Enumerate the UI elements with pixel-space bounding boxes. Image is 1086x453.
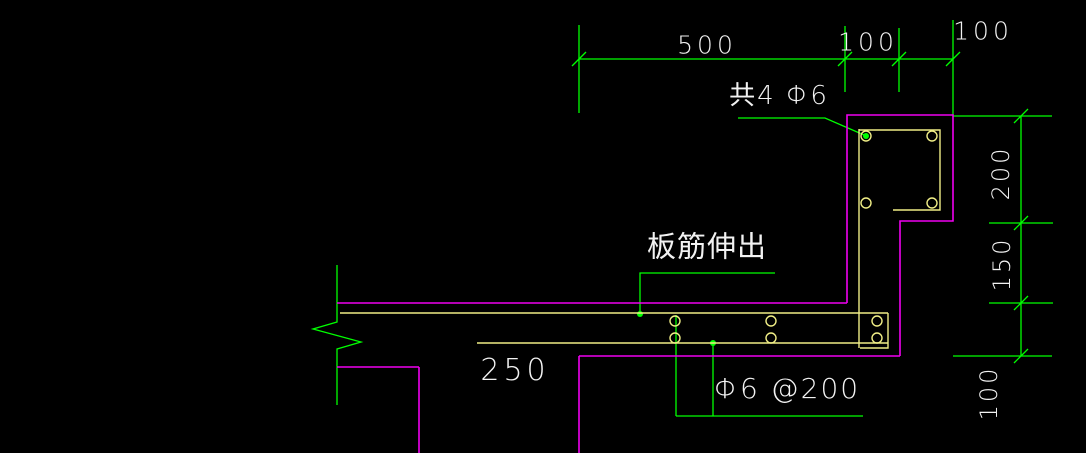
rebar-section-circle [669,315,681,327]
rebar-section-circle [860,197,872,209]
leader-dot [863,133,869,139]
rebar-section-circle [765,315,777,327]
rebar-section-circles [669,130,938,344]
rebar-section-circle [926,130,938,142]
tick-mark [891,51,907,67]
break-line [310,265,364,405]
note-bar-spacing: Φ6 @200 [713,372,861,405]
dim-right-100: 100 [975,365,1003,421]
rebar-section-circle [926,197,938,209]
dim-bottom-250: 250 [480,353,550,388]
tick-mark [837,51,853,67]
upstand-outline [846,114,954,356]
right-dimension [953,108,1053,364]
note-stirrup-count: 共4 Φ6 [729,81,829,111]
rebar-lines [340,129,941,349]
tick-mark [945,51,961,67]
top-dimension [571,20,961,115]
dim-top-100-second: 100 [953,16,1013,46]
note-slab-bar-extend: 板筋伸出 [646,229,768,264]
leader-stirrup-note [738,117,869,139]
concrete-outline [337,114,954,453]
tick-mark [1013,215,1029,231]
rebar-section-circle [871,332,883,344]
rebar-section-circle [871,315,883,327]
leader-slab-bar-note [637,272,775,317]
leader-line [738,117,865,136]
dim-right-200: 200 [987,145,1015,201]
bar-anchor-box [860,313,889,349]
dim-top-100-first: 100 [838,27,898,57]
tick-mark [1013,295,1029,311]
tick-mark [1013,108,1029,124]
leader-line [639,272,775,312]
stirrup-outline [859,129,941,211]
dim-right-150: 150 [988,236,1016,292]
tick-mark [1013,348,1029,364]
tick-mark [571,51,587,67]
rebar-section-circle [860,130,872,142]
rebar-section-circle [765,332,777,344]
leader-dot [637,311,643,317]
rebar-section-circle [669,332,681,344]
dim-top-500: 500 [677,30,737,60]
break-line-zigzag [310,265,364,405]
